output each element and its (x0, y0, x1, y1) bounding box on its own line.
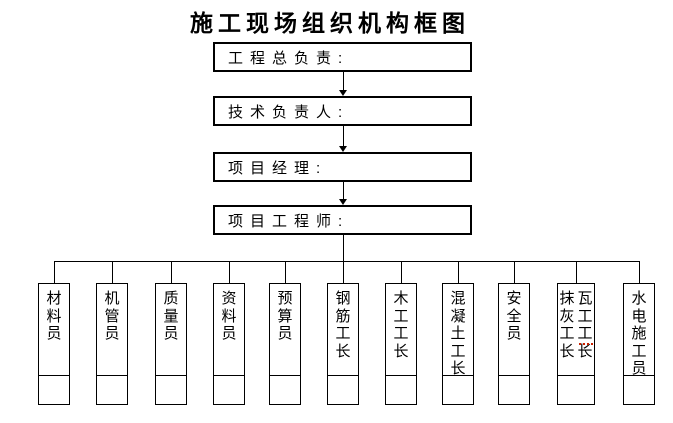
connector-drop-3 (171, 261, 172, 283)
staff-label: 质量员 (163, 290, 179, 342)
staff-name-cell (443, 375, 473, 404)
connector-stem-4 (343, 235, 344, 261)
staff-name-cell (270, 375, 300, 404)
staff-box-document-clerk: 资料员 (213, 283, 245, 405)
staff-name-cell (328, 375, 358, 404)
staff-name-cell (97, 375, 127, 404)
staff-label: 钢筋工长 (335, 290, 351, 360)
staff-name-cell (39, 375, 69, 404)
box-general-director-label: 工程总负责: (228, 49, 350, 67)
connector-drop-4 (229, 261, 230, 283)
connector-drop-11 (639, 261, 640, 283)
connector-stem-1 (343, 72, 344, 91)
page-title: 施工现场组织机构框图 (190, 10, 470, 36)
connector-stem-3 (343, 182, 344, 199)
staff-label: 混凝土工长 (450, 290, 466, 375)
staff-label: 资料员 (221, 290, 237, 342)
staff-label: 木工工长 (393, 290, 409, 360)
staff-name-cell (624, 375, 654, 404)
box-technical-director-label: 技术负责人: (228, 103, 350, 121)
staff-name-cell (214, 375, 244, 404)
staff-label: 抹灰工长 (559, 290, 575, 360)
box-project-engineer-label: 项目工程师: (228, 212, 350, 230)
arrow-down-icon (339, 199, 347, 205)
connector-drop-6 (343, 261, 344, 283)
connector-stem-2 (343, 126, 344, 146)
arrow-down-icon (339, 90, 347, 96)
box-project-manager: 项目经理: (213, 152, 472, 182)
arrow-down-icon (339, 146, 347, 152)
staff-label: 安全员 (506, 290, 522, 342)
staff-box-carpentry-foreman: 木工工长 (385, 283, 417, 405)
staff-box-machinery-manager: 机管员 (96, 283, 128, 405)
staff-name-cell (156, 375, 186, 404)
box-general-director: 工程总负责: (213, 42, 472, 72)
staff-label: 机管员 (104, 290, 120, 342)
staff-label: 预算员 (277, 290, 293, 342)
staff-label: 材料员 (46, 290, 62, 342)
connector-drop-10 (576, 261, 577, 283)
staff-box-rebar-foreman: 钢筋工长 (327, 283, 359, 405)
staff-box-safety-officer: 安全员 (498, 283, 530, 405)
connector-drop-2 (112, 261, 113, 283)
staff-box-budget-officer: 预算员 (269, 283, 301, 405)
staff-name-cell (558, 375, 594, 404)
connector-drop-1 (54, 261, 55, 283)
box-technical-director: 技术负责人: (213, 96, 472, 126)
connector-distributor-line (54, 261, 640, 262)
staff-label: 瓦工工长 (577, 290, 593, 360)
spellcheck-squiggle (579, 340, 593, 345)
box-project-manager-label: 项目经理: (228, 159, 328, 177)
staff-name-cell (386, 375, 416, 404)
staff-box-concrete-foreman: 混凝土工长 (442, 283, 474, 405)
staff-box-plumbing-electrical-clerk: 水电施工员 (623, 283, 655, 405)
staff-box-material-clerk: 材料员 (38, 283, 70, 405)
connector-drop-7 (401, 261, 402, 283)
connector-drop-8 (458, 261, 459, 283)
staff-box-quality-officer: 质量员 (155, 283, 187, 405)
connector-drop-9 (514, 261, 515, 283)
staff-name-cell (499, 375, 529, 404)
connector-drop-5 (285, 261, 286, 283)
box-project-engineer: 项目工程师: (213, 205, 472, 235)
staff-label: 水电施工员 (631, 290, 647, 375)
